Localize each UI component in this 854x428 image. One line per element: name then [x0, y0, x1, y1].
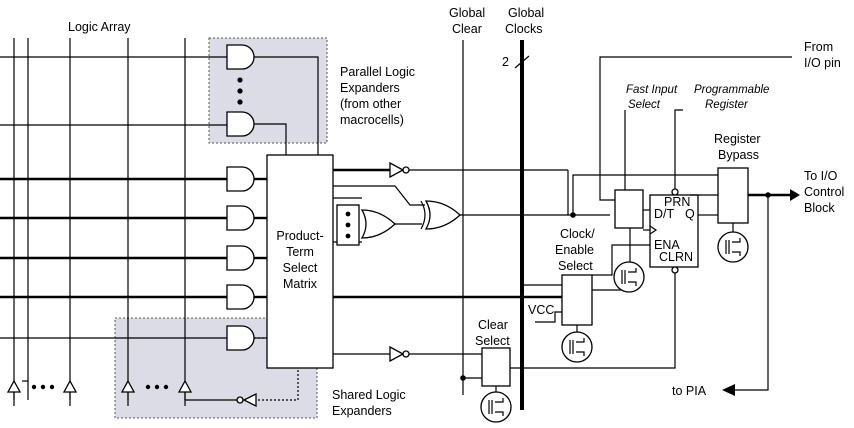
- shared-label-1: Shared Logic: [332, 388, 406, 402]
- logic-array-label: Logic Array: [68, 20, 131, 34]
- shared-label-2: Expanders: [332, 404, 392, 418]
- ptsm-label-4: Matrix: [283, 277, 318, 291]
- clear-select-label-1: Clear: [478, 318, 508, 332]
- from-io-label-1: From: [804, 40, 833, 54]
- product-term-select-matrix: [266, 154, 334, 369]
- from-io-line: [599, 56, 792, 201]
- register-bypass-mux: [717, 167, 749, 224]
- clock-enable-label-3: Select: [558, 259, 593, 273]
- global-clocks-label-1: Global: [508, 6, 544, 20]
- reg-bypass-label-1: Register: [714, 132, 761, 146]
- or-gate: [336, 204, 422, 246]
- array-input-buffers: [6, 379, 193, 406]
- to-io-label-2: Control: [804, 185, 844, 199]
- reg-bypass-label-2: Bypass: [718, 148, 759, 162]
- parallel-expander-gates: [226, 44, 319, 155]
- register-q: Q: [685, 207, 695, 221]
- global-clear-label-2: Clear: [452, 22, 482, 36]
- ptsm-label-1: Product-: [276, 229, 323, 243]
- parallel-label-3: (from other: [340, 97, 401, 111]
- fast-input-label-2: Select: [628, 99, 661, 111]
- ptsm-label: Product- Term Select Matrix: [276, 229, 323, 291]
- to-io-label-3: Block: [804, 201, 835, 215]
- global-clear-label-1: Global: [449, 6, 485, 20]
- parallel-label-2: Expanders: [340, 81, 400, 95]
- to-pia-label: to PIA: [672, 384, 707, 398]
- ptsm-label-2: Term: [286, 245, 314, 259]
- fast-input-select-mux: [614, 189, 644, 229]
- matrix-outputs: [333, 161, 568, 363]
- prog-reg-label-2: Register: [705, 99, 749, 111]
- ptsm-label-3: Select: [283, 261, 318, 275]
- clock-bus-width: 2: [502, 55, 509, 69]
- clock-enable-select-mux: [561, 274, 593, 326]
- xor-gate: [420, 200, 610, 230]
- fast-input-label-1: Fast Input: [626, 84, 678, 96]
- register-dt: D/T: [654, 207, 675, 221]
- to-io-label-1: To I/O: [804, 169, 838, 183]
- clear-select-mux: [481, 347, 511, 387]
- parallel-label-1: Parallel Logic: [340, 65, 415, 79]
- parallel-label-4: macrocells): [340, 113, 404, 127]
- product-term-lines: [0, 56, 227, 339]
- clock-enable-label-1: Clock/: [560, 227, 595, 241]
- vcc-label: VCC: [528, 303, 554, 317]
- register-prn: PRN: [664, 195, 690, 209]
- programmable-cell-icons: [480, 231, 749, 423]
- prog-reg-label-1: Programmable: [694, 84, 769, 96]
- clock-enable-label-2: Enable: [555, 243, 594, 257]
- register-clrn: CLRN: [659, 250, 693, 264]
- clear-select-label-2: Select: [475, 334, 510, 348]
- product-term-gates: [185, 166, 299, 408]
- register-ena: ENA: [654, 238, 680, 252]
- from-io-label-2: I/O pin: [804, 56, 841, 70]
- global-clocks-label-2: Clocks: [505, 22, 543, 36]
